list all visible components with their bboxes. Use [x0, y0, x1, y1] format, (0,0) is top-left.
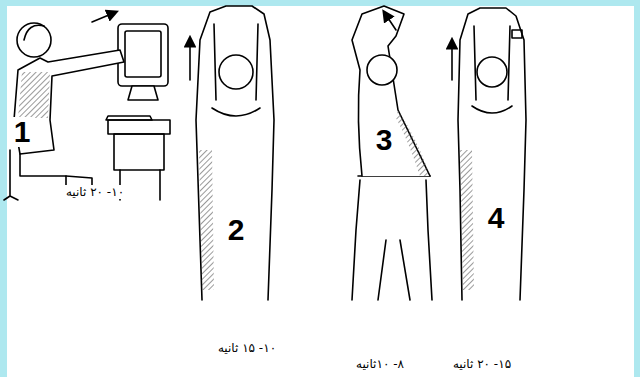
duration-label: ۱۰- ۲۰ ثانیه — [64, 185, 126, 199]
duration-label: ۸- ۱۰ثانیه — [354, 357, 406, 371]
callout-number: 3 — [374, 125, 395, 155]
callout-number: 4 — [486, 203, 507, 233]
callout-number: 1 — [12, 117, 33, 147]
callout-number: 2 — [226, 215, 247, 245]
duration-label: ۱۰- ۱۵ ثانیه — [216, 341, 278, 355]
duration-label: ۱۵- ۲۰ ثانیه — [451, 357, 513, 371]
